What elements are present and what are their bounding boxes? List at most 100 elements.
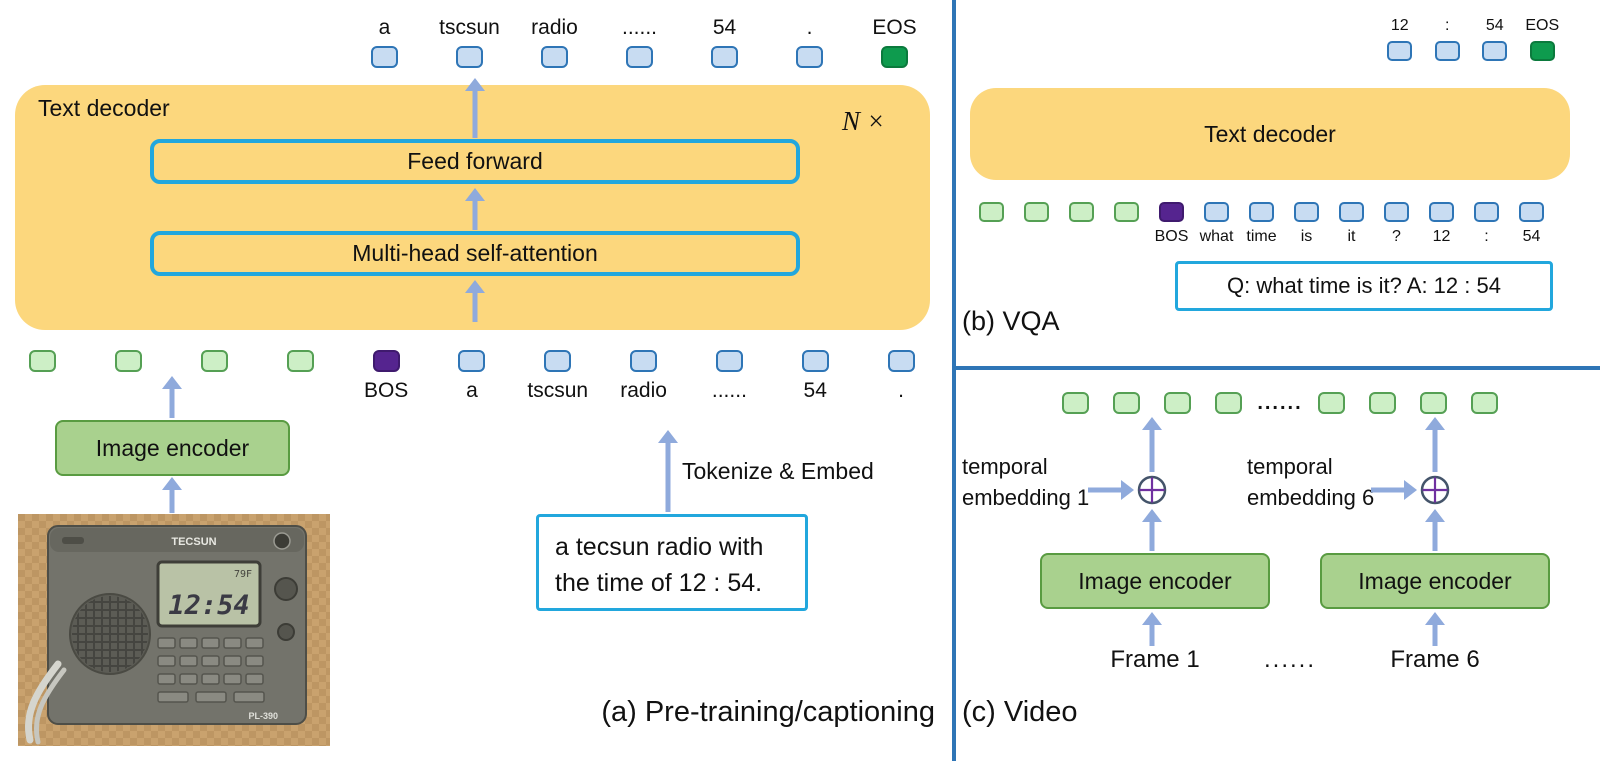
token-label: EOS — [1525, 17, 1560, 34]
arrow-right-icon — [1371, 478, 1417, 502]
token-label: . — [898, 379, 904, 402]
token-label: : — [1445, 17, 1450, 34]
token-label: 54 — [803, 379, 827, 402]
arrow-up-icon — [1423, 417, 1447, 472]
blue-token — [801, 350, 829, 372]
blue-token — [458, 350, 486, 372]
token-label: a — [466, 379, 478, 402]
feed-forward-label: Feed forward — [407, 148, 543, 174]
repeat-count-text: N × — [842, 106, 885, 136]
token-label: tscsun — [439, 16, 500, 39]
green-token — [286, 350, 314, 372]
source-text-line1: a tecsun radio with — [555, 533, 764, 561]
token-label: . — [806, 16, 813, 39]
blue-token — [1474, 202, 1499, 222]
temporal-line1: temporal — [1247, 454, 1333, 479]
button-grid — [157, 637, 265, 703]
radio-switch — [62, 537, 84, 544]
tokenize-embed-label: Tokenize & Embed — [682, 458, 874, 484]
temporal-line2: embedding 1 — [962, 485, 1090, 510]
wrist-strap — [33, 667, 67, 745]
blue-token — [715, 350, 743, 372]
blue-token — [796, 46, 823, 68]
image-encoder-block-c-left: Image encoder — [1040, 553, 1270, 609]
text-decoder-block-b: Text decoder — [970, 88, 1570, 180]
lcd-temp-text: 79F — [234, 569, 252, 580]
blue-token — [456, 46, 483, 68]
blue-token — [630, 350, 658, 372]
image-encoder-label-c-left: Image encoder — [1078, 567, 1232, 594]
token-label: 54 — [1522, 228, 1541, 245]
token-label: 12 — [1432, 228, 1451, 245]
green-token — [1024, 202, 1049, 222]
arrow-up-icon — [1423, 509, 1447, 551]
eos-token — [1529, 41, 1555, 61]
token-label: ...... — [711, 379, 747, 402]
token-label: tscsun — [527, 379, 589, 402]
temporal-embedding-1-label: temporal embedding 1 — [962, 451, 1089, 513]
ellipsis-text: ...... — [1257, 392, 1303, 414]
green-token — [1164, 392, 1192, 414]
token-label: a — [378, 16, 391, 39]
blue-token — [1339, 202, 1364, 222]
image-encoder-block-a: Image encoder — [55, 420, 290, 476]
temporal-embedding-6-label: temporal embedding 6 — [1247, 451, 1374, 513]
temporal-line2: embedding 6 — [1247, 485, 1375, 510]
arrow-up-icon — [1423, 612, 1447, 646]
arrow-up-icon — [463, 78, 487, 138]
arrow-up-icon — [656, 430, 680, 512]
radio-top-strip — [50, 528, 304, 552]
radio-brand-text: TECSUN — [171, 536, 216, 548]
image-encoder-block-c-right: Image encoder — [1320, 553, 1550, 609]
token-label: what — [1199, 228, 1234, 245]
radio-model-text: PL-390 — [248, 711, 278, 721]
token-label: 54 — [712, 16, 737, 39]
qa-text: Q: what time is it? A: 12 : 54 — [1227, 273, 1501, 298]
panel-a-caption: (a) Pre-training/captioning — [601, 696, 935, 728]
volume-knob — [277, 623, 295, 641]
self-attention-block: Multi-head self-attention — [150, 231, 800, 276]
green-token — [115, 350, 143, 372]
blue-token — [626, 46, 653, 68]
arrow-up-icon — [1140, 509, 1164, 551]
blue-token — [1204, 202, 1229, 222]
blue-token — [887, 350, 915, 372]
green-token — [1470, 392, 1498, 414]
vertical-divider — [952, 0, 956, 761]
eos-token — [881, 46, 908, 68]
image-encoder-label-a: Image encoder — [95, 434, 250, 461]
frame-1-label: Frame 1 — [1110, 646, 1200, 673]
blue-token — [1429, 202, 1454, 222]
token-label: ? — [1392, 228, 1401, 245]
token-label: radio — [620, 379, 667, 402]
token-label: 54 — [1485, 17, 1504, 34]
arrow-up-icon — [1140, 417, 1164, 472]
green-token — [1215, 392, 1243, 414]
source-text-line2: the time of 12 : 54. — [555, 569, 763, 597]
green-token — [1113, 392, 1141, 414]
radio-photo: TECSUN 79F 12:54 — [18, 514, 330, 746]
blue-token — [1434, 41, 1460, 61]
green-token — [1317, 392, 1345, 414]
image-encoder-label-c-right: Image encoder — [1358, 567, 1512, 594]
blue-token — [1482, 41, 1508, 61]
green-token — [1069, 202, 1094, 222]
frame-6-label: Frame 6 — [1390, 646, 1480, 673]
blue-token — [1387, 41, 1413, 61]
token-label: BOS — [1154, 228, 1189, 245]
circled-plus-icon — [1419, 474, 1451, 506]
temporal-line1: temporal — [962, 454, 1048, 479]
panel-b-caption: (b) VQA — [962, 306, 1060, 336]
blue-token — [541, 46, 568, 68]
blue-token — [544, 350, 572, 372]
green-token — [201, 350, 229, 372]
bos-token — [372, 350, 400, 372]
token-label: EOS — [872, 16, 917, 39]
tuning-knob — [274, 577, 298, 601]
green-token — [1114, 202, 1139, 222]
